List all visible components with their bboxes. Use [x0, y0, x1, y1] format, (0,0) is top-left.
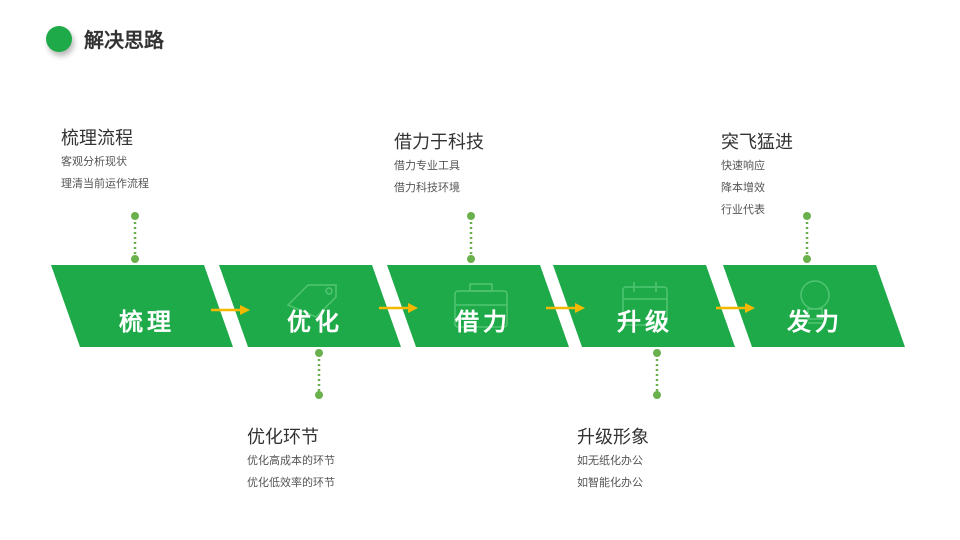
stage-5-label: 发力: [786, 307, 843, 336]
arrow-1: [211, 305, 250, 315]
stage-4-description: 升级形象 如无纸化办公 如智能化办公: [577, 426, 649, 494]
connector-2: [315, 349, 323, 399]
connector-1: [131, 212, 139, 263]
stage-4-title: 升级形象: [577, 427, 649, 448]
tag-icon: [286, 284, 337, 318]
stage-3-label: 借力: [454, 307, 511, 336]
stage-5: 发力: [723, 265, 905, 347]
stage-5-description: 突飞猛进 快速响应 降本增效 行业代表: [721, 131, 793, 221]
lightbulb-icon: [800, 280, 830, 324]
stage-2: 优化: [219, 265, 401, 347]
stage-1-line-1: 客观分析现状: [61, 155, 127, 168]
stage-4-line-2: 如智能化办公: [577, 476, 643, 489]
stage-2-label: 优化: [287, 307, 343, 336]
stage-2-line-1: 优化高成本的环节: [247, 454, 335, 467]
stage-2-line-2: 优化低效率的环节: [247, 476, 335, 489]
arrow-3: [546, 303, 585, 313]
connector-5: [803, 212, 811, 263]
stage-4: 升级: [553, 265, 735, 347]
stage-1-title: 梳理流程: [61, 128, 133, 149]
title-bullet-icon: [46, 26, 72, 52]
stage-2-description: 优化环节 优化高成本的环节 优化低效率的环节: [247, 426, 335, 494]
stage-1-label: 梳理: [119, 307, 175, 336]
page-title: 解决思路: [84, 28, 164, 52]
calendar-icon: [622, 282, 668, 326]
stage-5-line-3: 行业代表: [721, 203, 765, 216]
stage-5-line-2: 降本增效: [721, 181, 765, 194]
stage-5-title: 突飞猛进: [721, 132, 793, 153]
stage-4-label: 升级: [617, 307, 673, 336]
stage-5-line-1: 快速响应: [721, 159, 765, 172]
stage-3-line-1: 借力专业工具: [394, 159, 460, 172]
briefcase-icon: [454, 283, 508, 328]
stage-3-description: 借力于科技 借力专业工具 借力科技环境: [394, 131, 484, 199]
stage-3-line-2: 借力科技环境: [394, 181, 460, 194]
stage-4-line-1: 如无纸化办公: [577, 454, 643, 467]
stage-3: 借力: [387, 265, 569, 347]
stage-1-line-2: 理清当前运作流程: [61, 177, 149, 190]
connector-3: [467, 212, 475, 263]
connector-4: [653, 349, 661, 399]
stage-3-title: 借力于科技: [394, 132, 484, 153]
stage-1-description: 梳理流程 客观分析现状 理清当前运作流程: [61, 127, 149, 195]
stage-1: 梳理: [51, 265, 233, 347]
stage-2-title: 优化环节: [247, 427, 319, 448]
arrow-4: [716, 303, 755, 313]
arrow-2: [379, 303, 418, 313]
